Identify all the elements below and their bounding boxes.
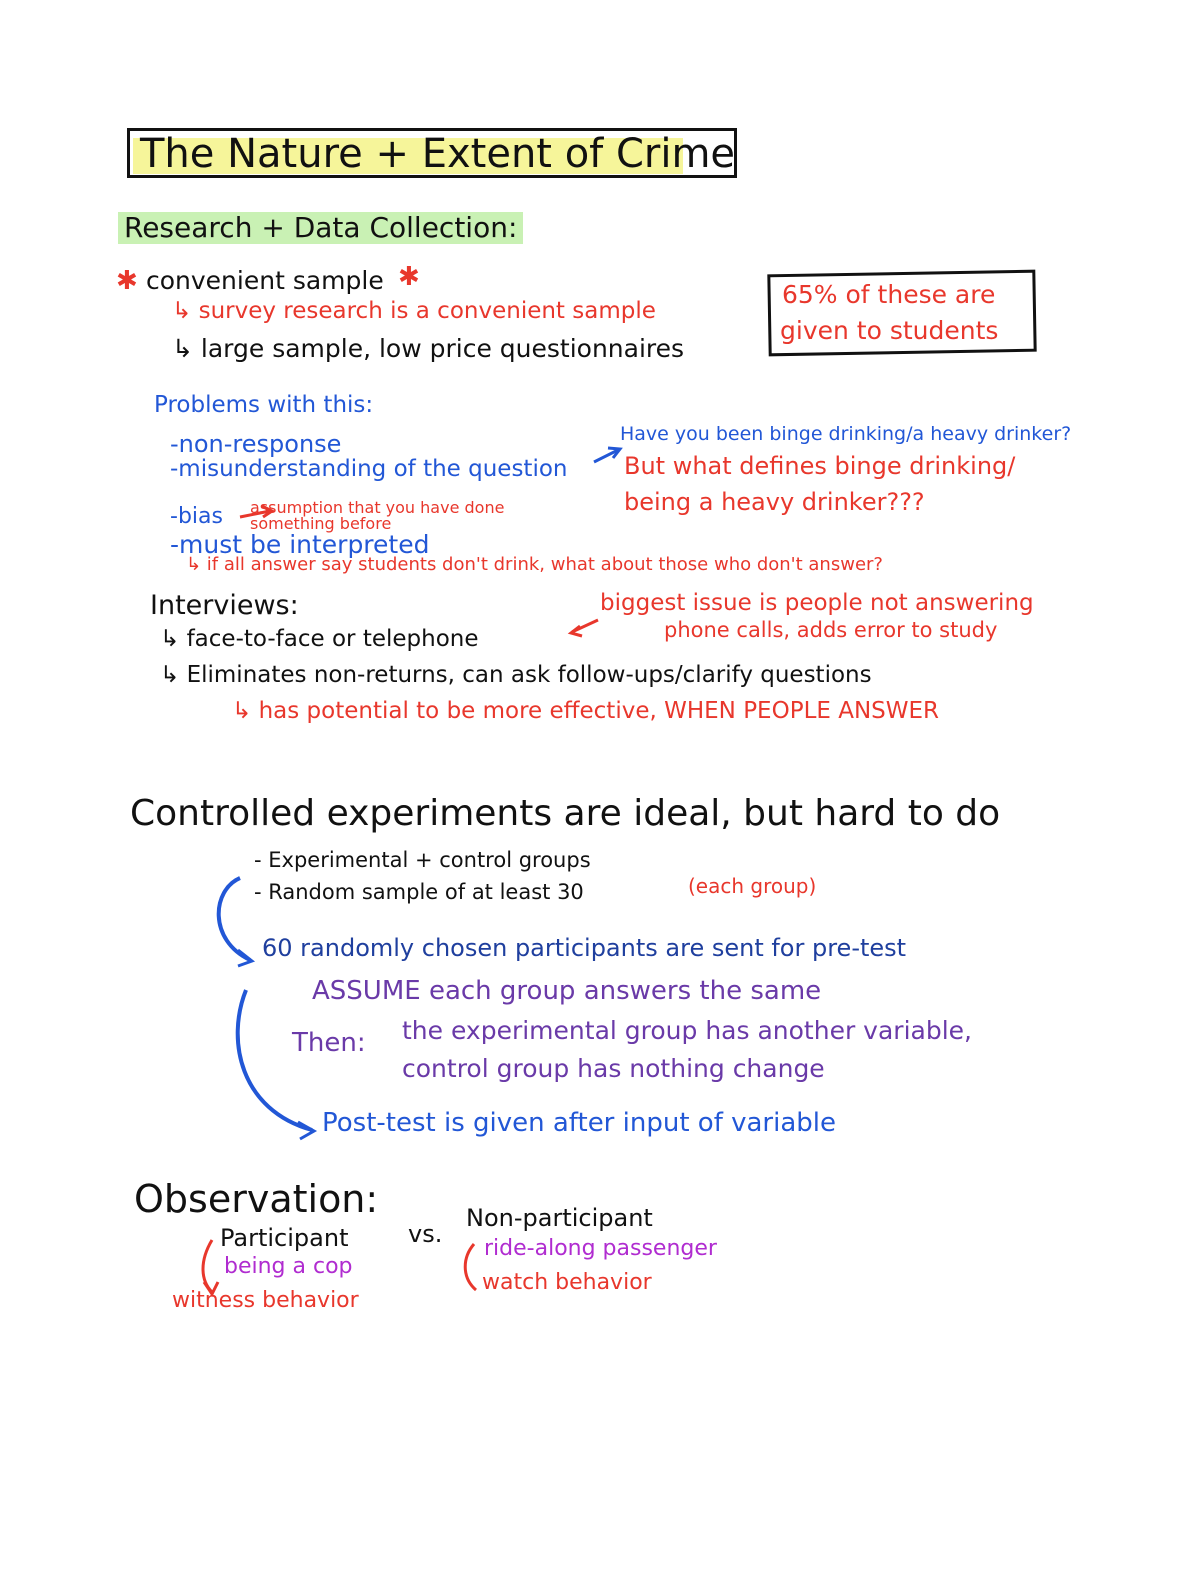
problem-nonresponse: -non-response	[170, 430, 342, 458]
assume-line: ASSUME each group answers the same	[312, 976, 822, 1006]
random-line: - Random sample of at least 30	[254, 880, 584, 904]
problem-misunderstanding: -misunderstanding of the question	[170, 456, 568, 482]
then-line-2: control group has nothing change	[402, 1054, 825, 1083]
bracket-icon	[463, 1243, 478, 1292]
observation-heading: Observation:	[134, 1177, 379, 1221]
interviews-heading: Interviews:	[150, 590, 299, 621]
define-line-2: being a heavy drinker???	[624, 488, 925, 516]
convenient-sample: convenient sample	[146, 266, 384, 295]
problem-interpreted: -must be interpreted	[170, 530, 430, 559]
stat-line-1: 65% of these are	[782, 280, 996, 309]
post-test-line: Post-test is given after input of variab…	[322, 1108, 836, 1138]
each-group-note: (each group)	[688, 874, 817, 898]
arrow-icon	[567, 624, 583, 638]
bracket-arrow-icon	[235, 989, 313, 1132]
large-sample-line: ↳ large sample, low price questionnaires	[172, 334, 685, 363]
problem-bias: -bias	[170, 504, 223, 529]
then-label: Then:	[292, 1028, 366, 1058]
chosen-line: 60 randomly chosen participants are sent…	[262, 934, 907, 962]
research-heading: Research + Data Collection:	[118, 212, 524, 244]
witness-line: witness behavior	[172, 1288, 359, 1313]
arrow-icon	[593, 448, 619, 464]
page-title: The Nature + Extent of Crime	[140, 131, 736, 177]
groups-line: - Experimental + control groups	[254, 848, 591, 872]
issue-line-1: biggest issue is people not answering	[600, 590, 1034, 616]
watch-line: watch behavior	[482, 1270, 652, 1295]
stat-line-2: given to students	[780, 316, 999, 345]
bracket-arrow-icon	[216, 876, 251, 962]
arrow-icon	[261, 504, 275, 519]
potential-line: ↳ has potential to be more effective, WH…	[232, 698, 940, 724]
interpretation-note: ↳ if all answer say students don't drink…	[186, 554, 883, 575]
participant-label: Participant	[220, 1224, 349, 1252]
arrow-icon	[297, 1120, 318, 1141]
question-example: Have you been binge drinking/a heavy dri…	[620, 423, 1072, 445]
arrow-icon	[607, 446, 623, 459]
eliminates-line: ↳ Eliminates non-returns, can ask follow…	[160, 662, 872, 688]
asterisk-icon: ✱	[398, 262, 420, 292]
ride-along-line: ride-along passenger	[484, 1236, 717, 1261]
arrow-icon	[202, 1281, 220, 1297]
then-line-1: the experimental group has another varia…	[402, 1016, 972, 1045]
issue-line-2: phone calls, adds error to study	[664, 618, 998, 642]
nonparticipant-label: Non-participant	[466, 1204, 653, 1232]
title-box	[127, 128, 737, 178]
asterisk-icon: ✱	[116, 266, 138, 296]
bias-note: assumption that you have done something …	[250, 498, 505, 533]
define-line-1: But what defines binge drinking/	[624, 452, 1016, 480]
survey-line: ↳ survey research is a convenient sample	[172, 298, 656, 324]
title-highlight	[133, 138, 683, 174]
vs-label: vs.	[408, 1220, 443, 1248]
cop-line: being a cop	[224, 1254, 353, 1279]
arrow-icon	[237, 948, 256, 968]
experiments-heading: Controlled experiments are ideal, but ha…	[130, 793, 1001, 834]
arrow-icon	[239, 509, 271, 519]
problems-heading: Problems with this:	[154, 392, 374, 418]
face-to-face-line: ↳ face-to-face or telephone	[160, 626, 479, 652]
